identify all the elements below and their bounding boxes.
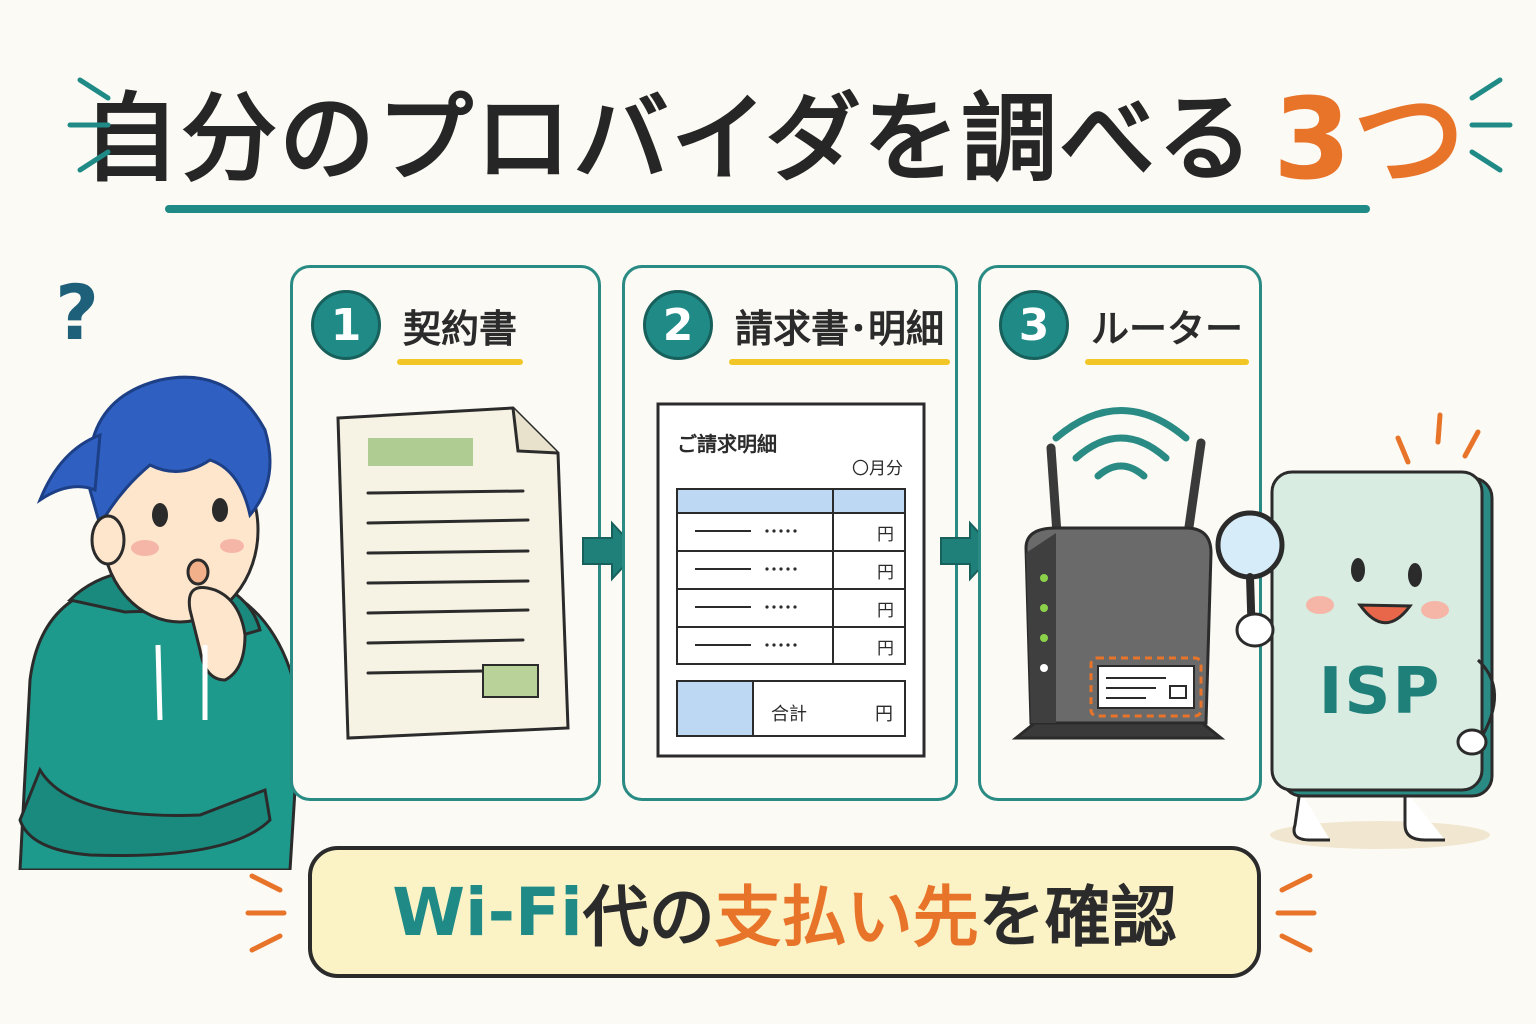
left-sparkle-icon <box>67 77 111 173</box>
invoice-title: ご請求明細 <box>677 432 777 456</box>
contract-document-icon <box>336 406 570 740</box>
banner-confirm: を確認 <box>978 879 1177 956</box>
invoice-total-yen: 円 <box>875 704 893 725</box>
right-banner-sparkle-icon <box>1275 873 1317 953</box>
left-banner-sparkle-icon <box>245 873 287 953</box>
page-title: 自分のプロバイダを調べる 3つ <box>83 60 1465 205</box>
step-panel-router: 3 ルーター <box>978 265 1262 801</box>
step-panel-invoice: 2 請求書･明細 ご請求明細 〇月分 円 円 円 円 合計 円 <box>622 265 958 801</box>
invoice-row-yen: 円 <box>877 525 894 545</box>
step-number-badge: 1 <box>311 290 381 360</box>
isp-card-character <box>1215 412 1496 849</box>
title-accent: 3つ <box>1273 75 1468 205</box>
step-panel-contract: 1 契約書 <box>290 265 601 801</box>
step-label: 契約書 <box>396 298 524 365</box>
thinking-person-illustration <box>18 375 302 870</box>
step-label: 請求書･明細 <box>728 298 951 365</box>
isp-label: ISP <box>1318 655 1442 729</box>
step-number-badge: 3 <box>999 290 1069 360</box>
invoice-row-yen: 円 <box>877 563 894 583</box>
question-mark: ? <box>55 268 100 357</box>
banner-fee: 代の <box>582 879 715 956</box>
invoice-row-yen: 円 <box>877 601 894 621</box>
invoice-row-yen: 円 <box>877 639 894 659</box>
step-label: ルーター <box>1084 298 1250 365</box>
title-underline <box>165 205 1370 213</box>
summary-banner: Wi-Fi 代の 支払い先 を確認 <box>308 846 1261 978</box>
router-icon <box>1011 407 1226 740</box>
right-sparkle-icon <box>1469 77 1513 173</box>
banner-payee: 支払い先 <box>714 879 979 956</box>
banner-wifi: Wi-Fi <box>392 873 583 951</box>
invoice-document-icon <box>656 402 926 758</box>
invoice-total-label: 合計 <box>771 704 807 725</box>
invoice-month: 〇月分 <box>852 459 903 479</box>
title-main: 自分のプロバイダを調べる <box>82 82 1256 195</box>
step-number-badge: 2 <box>643 290 713 360</box>
